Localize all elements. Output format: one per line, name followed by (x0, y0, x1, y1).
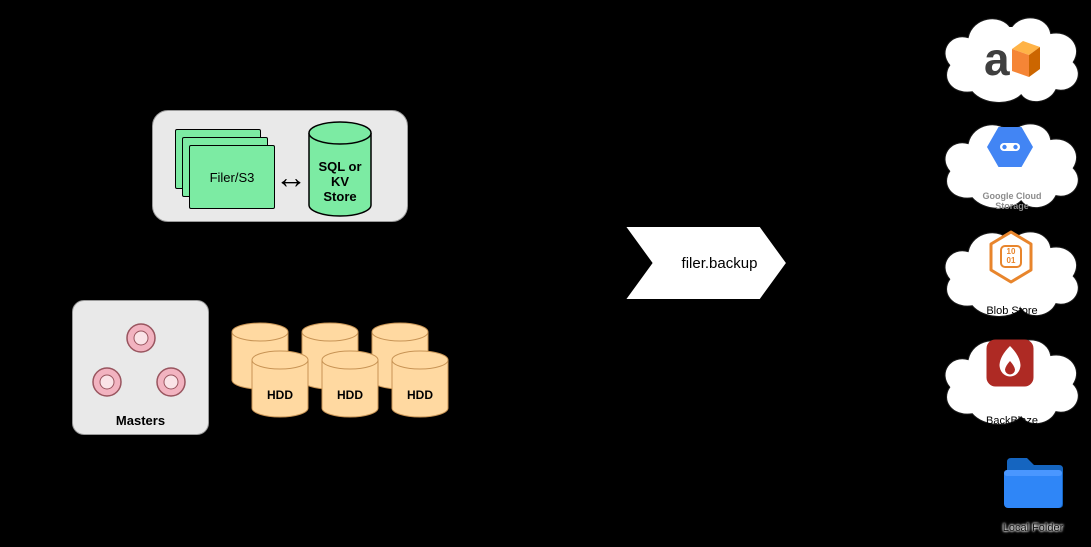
google-cloud-hexagon-icon (987, 127, 1033, 167)
masters-label: Masters (115, 413, 166, 428)
blob-store-hexagon-icon (989, 230, 1033, 284)
sql-kv-store-label: SQL or KV Store (318, 159, 362, 204)
hdd-label: HDD (267, 388, 293, 402)
masters-panel: Masters (72, 300, 209, 435)
aws-letter: a (984, 33, 1010, 85)
cloud-google-storage: Google Cloud Storage (933, 111, 1091, 213)
cloud-blob-store: 10 01 Blob Store (933, 219, 1091, 321)
sync-arrow-icon: ↔ (275, 159, 307, 195)
folder-icon (1004, 458, 1063, 508)
backblaze-label: BackBlaze (986, 415, 1038, 427)
blob-store-digits: 10 01 (1006, 247, 1016, 265)
filer-s3-box: Filer/S3 (189, 145, 275, 209)
cloud-amazon-s3: a (933, 5, 1091, 107)
volume-cylinder-hdd: HDD (321, 350, 379, 418)
google-cloud-storage-label: Google Cloud Storage (982, 191, 1042, 211)
filer-s3-label: Filer/S3 (209, 169, 255, 185)
aws-box-icon: a (978, 27, 1044, 89)
destination-local-folder: Local Folder (975, 450, 1091, 545)
filer-store-group: Filer/S3 ↔ SQL or KV Store (152, 110, 408, 222)
volume-cylinder-hdd: HDD (251, 350, 309, 418)
local-folder-label: Local Folder (1002, 522, 1064, 534)
master-nodes-icon (92, 323, 186, 397)
cloud-backblaze: BackBlaze (933, 327, 1091, 429)
filer-backup-label: filer.backup (681, 254, 758, 272)
sql-kv-store-cylinder (308, 121, 372, 217)
hdd-label: HDD (407, 388, 433, 402)
chevron-arrow-shape (624, 226, 788, 300)
volume-cylinder-hdd: HDD (391, 350, 449, 418)
blob-store-label: Blob Store (986, 305, 1038, 317)
backblaze-flame-icon (986, 339, 1034, 387)
hdd-label: HDD (337, 388, 363, 402)
filer-backup-arrow: filer.backup (624, 226, 788, 300)
